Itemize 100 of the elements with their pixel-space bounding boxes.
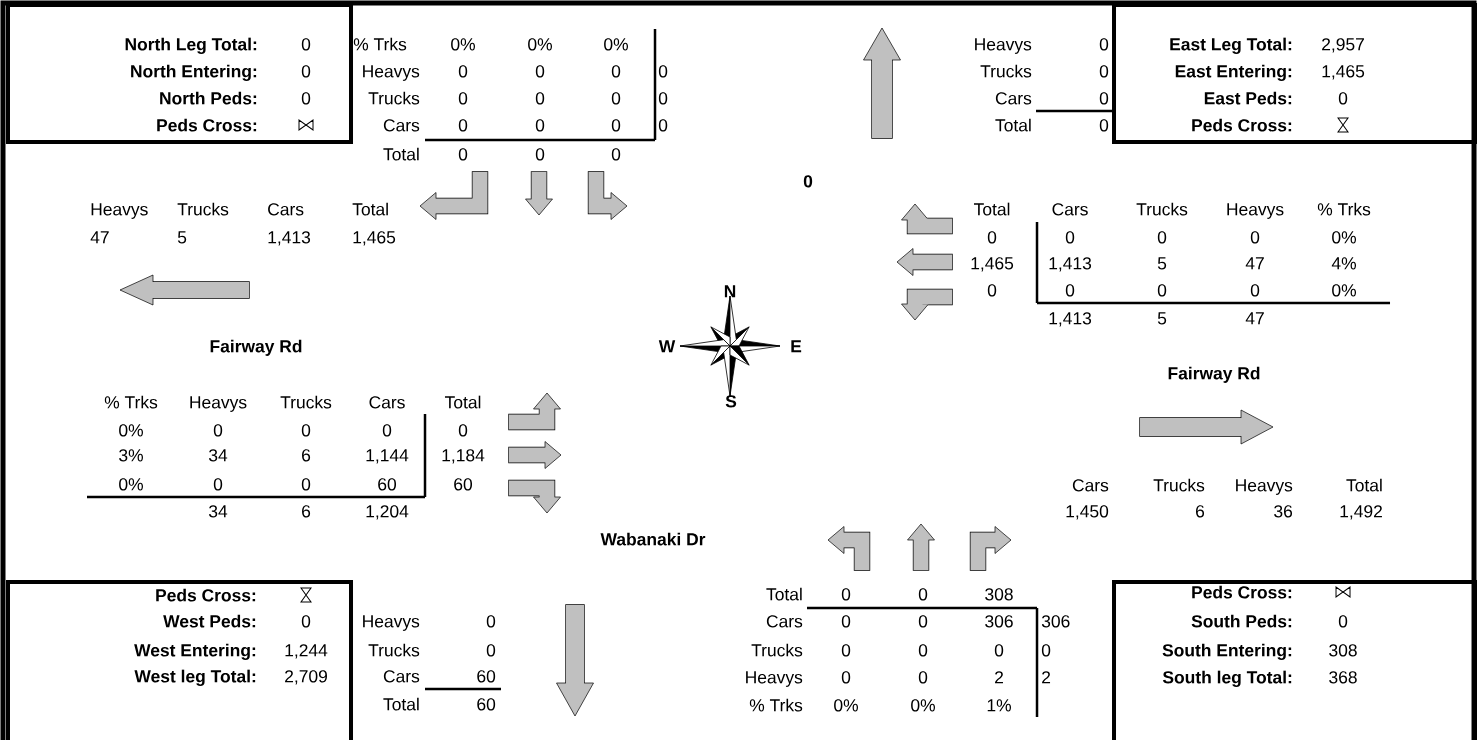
count-value: 0 [1041, 644, 1051, 657]
row-label: Cars [766, 615, 803, 628]
count-value: 0 [841, 644, 851, 657]
row-label: North Leg Total: [125, 37, 257, 54]
count-value: 0% [528, 38, 552, 51]
count-value: 0 [987, 284, 997, 297]
count-value: 308 [985, 588, 1013, 601]
count-value: 0% [1332, 284, 1356, 297]
column-header: Total [974, 202, 1010, 216]
street-name: Fairway Rd [210, 339, 302, 356]
count-value: 1,413 [1049, 312, 1092, 327]
count-value: 60 [477, 698, 496, 711]
count-value: 1,144 [366, 449, 409, 464]
count-value: 1,244 [285, 644, 328, 659]
count-value: 0 [1065, 284, 1075, 297]
count-value: 6 [302, 505, 311, 518]
column-header: Heavys [1236, 479, 1293, 495]
count-value: 0 [658, 92, 668, 105]
count-value: 1,465 [353, 231, 396, 246]
row-label: North Entering: [131, 64, 257, 81]
count-value: 0 [535, 92, 545, 105]
count-value: 0% [911, 699, 935, 712]
column-header: Cars [1052, 203, 1088, 216]
column-header: Trucks [1153, 478, 1205, 492]
count-value: 0 [535, 148, 545, 161]
count-value: 0 [382, 424, 392, 437]
count-value: 0 [213, 478, 223, 491]
count-value: 1,465 [971, 257, 1014, 272]
column-header: Heavys [91, 203, 148, 219]
count-value: 0 [611, 119, 621, 132]
count-value: 306 [1041, 615, 1070, 628]
column-header: Total [352, 202, 388, 216]
column-header: Trucks [1136, 202, 1188, 216]
count-value: 0 [301, 478, 311, 491]
row-label: Trucks [980, 64, 1032, 78]
count-value: 5 [177, 231, 187, 244]
count-value: 0 [658, 119, 668, 132]
row-label: South Entering: [1162, 643, 1292, 660]
count-value: 2,709 [285, 670, 327, 685]
count-box [1112, 3, 1477, 144]
count-value: 3% [119, 449, 143, 462]
count-value: 2 [995, 671, 1003, 684]
count-value: 0 [994, 644, 1004, 657]
row-label: Total [995, 118, 1031, 132]
count-value: 308 [1329, 644, 1357, 657]
count-value: 60 [454, 478, 472, 491]
count-value: 0 [458, 119, 468, 132]
column-header: Heavys [1227, 203, 1284, 219]
count-value: 306 [985, 615, 1013, 628]
count-value: 0 [1338, 92, 1348, 105]
count-value: 1% [987, 699, 1011, 712]
count-value: 34 [209, 505, 228, 518]
count-value: 1,450 [1066, 505, 1109, 520]
count-value: 0 [535, 119, 545, 132]
column-header: Cars [369, 396, 405, 409]
row-label: Heavys [746, 671, 803, 687]
count-value: 34 [209, 449, 228, 462]
count-value: 47 [1245, 312, 1264, 325]
street-name: Fairway Rd [1168, 366, 1260, 383]
count-value: 0% [834, 699, 858, 712]
row-label: West leg Total: [134, 669, 256, 686]
compass-letter: N [724, 285, 736, 298]
row-label: Peds Cross: [1192, 118, 1292, 132]
count-value: 0 [1250, 284, 1260, 297]
column-header: Cars [1072, 479, 1109, 492]
count-value: 47 [90, 231, 109, 244]
count-value: 0 [658, 65, 668, 78]
count-value: 0 [458, 65, 468, 78]
compass-letter: S [725, 395, 737, 408]
column-header: Trucks [280, 395, 332, 409]
row-label: Trucks [368, 91, 420, 105]
count-value: 4% [1331, 257, 1356, 270]
row-label: Heavys [975, 38, 1032, 54]
count-value: 0 [458, 148, 468, 161]
count-value: 2,957 [1322, 38, 1364, 53]
count-value: 0 [301, 615, 311, 628]
count-value: 1,413 [1049, 257, 1092, 272]
count-value: 0 [301, 92, 311, 105]
count-value: 0 [918, 588, 928, 601]
count-value: 0 [1338, 615, 1348, 628]
street-name: Wabanaki Dr [600, 532, 706, 546]
column-header: Total [445, 395, 481, 409]
count-value: 0 [458, 424, 468, 437]
column-header: % Trks [1317, 202, 1371, 216]
count-box [1112, 580, 1477, 740]
count-value: 0 [611, 65, 621, 78]
count-value: 0 [987, 231, 997, 244]
count-value: 60 [477, 670, 496, 683]
count-value: 0 [301, 65, 311, 78]
count-value: 0 [213, 424, 223, 437]
count-value: 0 [1065, 231, 1075, 244]
count-value: 1,492 [1340, 505, 1382, 520]
count-value: 6 [302, 449, 311, 462]
count-value: 0 [841, 671, 851, 684]
count-value: 1,465 [1322, 65, 1365, 80]
row-label: Cars [383, 670, 420, 683]
count-value: 0 [301, 38, 311, 51]
column-header: Cars [268, 203, 304, 216]
row-label: Peds Cross: [157, 118, 257, 132]
row-label: Trucks [751, 643, 803, 657]
